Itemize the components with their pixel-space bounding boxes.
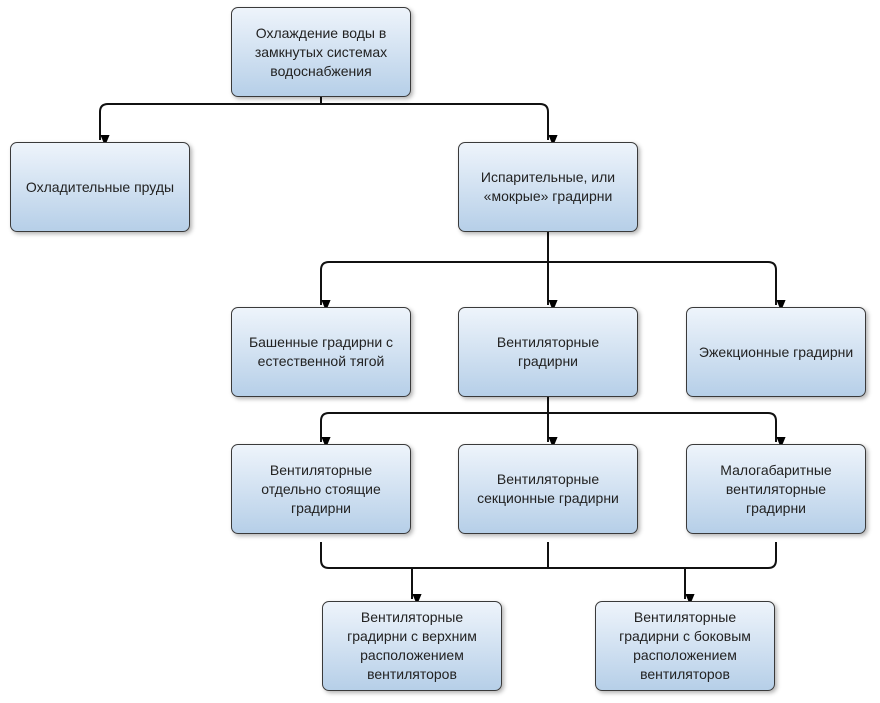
connector-root-evaporative bbox=[321, 103, 548, 140]
node-fan: Вентиляторные градирни bbox=[458, 307, 638, 397]
node-ponds: Охладительные пруды bbox=[10, 142, 190, 232]
node-fan-standalone: Вентиляторные отдельно стоящие градирни bbox=[231, 444, 411, 534]
node-root: Охлаждение воды в замкнутых системах вод… bbox=[231, 7, 411, 97]
node-tower-natural: Башенные градирни с естественной тягой bbox=[231, 307, 411, 397]
node-fan-top: Вентиляторные градирни с верхним располо… bbox=[322, 601, 502, 691]
node-fan-sectional: Вентиляторные секционные градирни bbox=[458, 444, 638, 534]
connector-row4-merge bbox=[320, 542, 777, 569]
connector-fan-standalone bbox=[320, 397, 549, 442]
node-evaporative: Испарительные, или «мокрые» градирни bbox=[458, 142, 638, 232]
connector-evap-ejection bbox=[548, 261, 776, 305]
node-fan-small: Малогабаритные вентиляторные градирни bbox=[686, 444, 866, 534]
node-ejection: Эжекционные градирни bbox=[686, 307, 866, 397]
connector-root-ponds bbox=[99, 97, 322, 140]
node-fan-side: Вентиляторные градирни с боковым располо… bbox=[595, 601, 775, 691]
connector-evap-tower bbox=[320, 232, 549, 305]
connector-fan-small bbox=[548, 412, 776, 442]
